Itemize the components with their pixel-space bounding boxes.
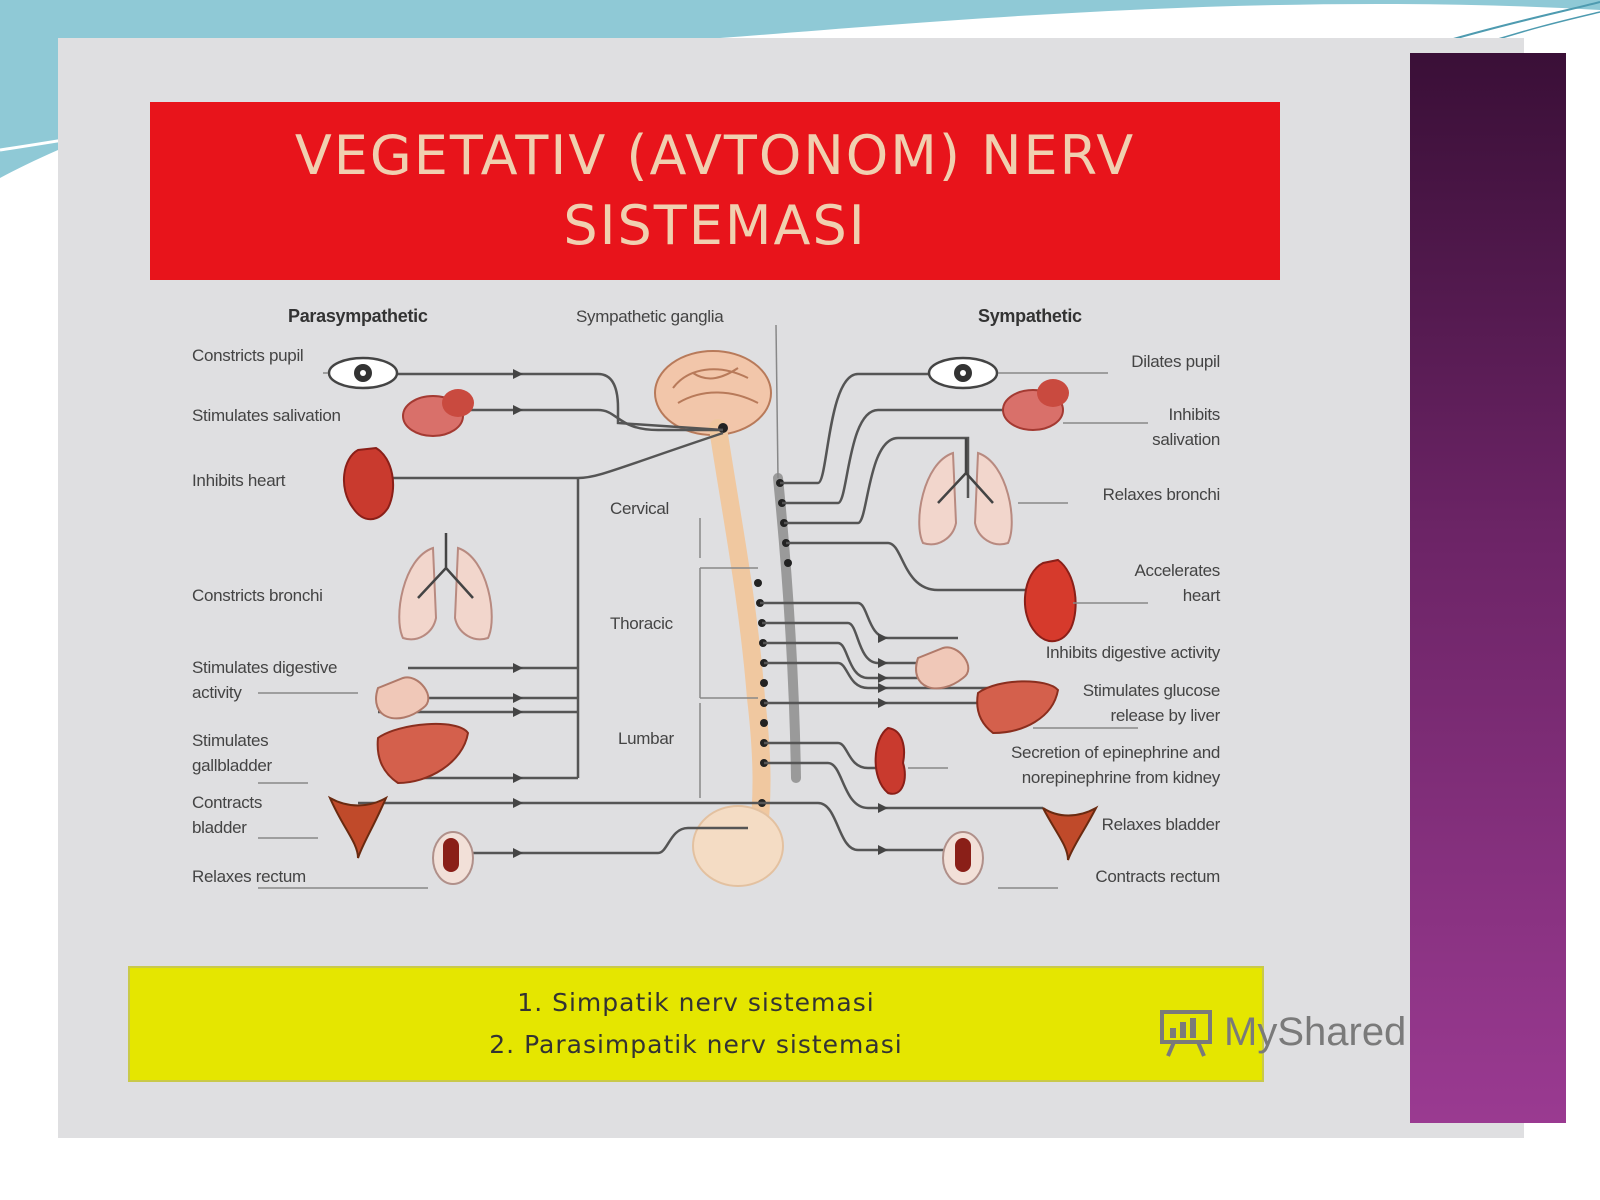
myshared-logo: MyShared	[1158, 1006, 1406, 1058]
brain-illustration	[654, 350, 772, 436]
para-rectum-label: Relaxes rectum	[192, 867, 306, 886]
presentation-icon	[1160, 1010, 1212, 1057]
para-salivation-label: Stimulates salivation	[192, 406, 341, 425]
heart-icon	[1023, 558, 1077, 643]
lungs-icon	[918, 438, 1013, 546]
list-item-2: 2. Parasimpatik nerv sistemasi	[489, 1030, 903, 1059]
eye-icon	[327, 356, 399, 390]
kidney-icon	[874, 726, 906, 795]
slide: VEGETATIV (AVTONOM) NERV SISTEMASI	[58, 38, 1566, 1138]
heart-icon	[342, 446, 395, 521]
region-lumbar: Lumbar	[618, 729, 674, 748]
system-list-box: 1. Simpatik nerv sistemasi 2. Parasimpat…	[128, 966, 1264, 1082]
symp-salivation-label: Inhibits salivation	[1152, 405, 1220, 449]
bladder-icon	[1042, 805, 1099, 861]
region-cervical: Cervical	[610, 499, 670, 518]
symp-epinephrine-label: Secretion of epinephrine and norepinephr…	[1011, 743, 1220, 787]
title-line-2: SISTEMASI	[563, 194, 867, 257]
symp-heart-label: Accelerates heart	[1134, 561, 1220, 605]
accent-bar	[1410, 53, 1566, 1123]
para-heart-label: Inhibits heart	[192, 471, 286, 490]
symp-digestive-label: Inhibits digestive activity	[1045, 643, 1221, 662]
sympathetic-heading: Sympathetic	[978, 306, 1082, 326]
liver-icon	[376, 723, 470, 785]
symp-glucose-label: Stimulates glucose release by liver	[1082, 681, 1221, 725]
title-banner: VEGETATIV (AVTONOM) NERV SISTEMASI	[150, 102, 1280, 280]
symp-rectum-label: Contracts rectum	[1095, 867, 1220, 886]
stomach-icon	[375, 676, 430, 720]
bladder-icon	[327, 795, 389, 859]
rectum-icon	[432, 831, 474, 885]
spinal-cord	[709, 419, 771, 847]
sympathetic-chain	[773, 473, 801, 783]
para-pupil-label: Constricts pupil	[192, 346, 304, 365]
rectum-icon	[942, 831, 984, 885]
sympathetic-ganglia-label: Sympathetic ganglia	[576, 307, 724, 326]
autonomic-nervous-system-diagram	[258, 324, 1148, 889]
region-thoracic: Thoracic	[610, 614, 673, 633]
stomach-icon	[915, 646, 970, 690]
parasympathetic-heading: Parasympathetic	[288, 306, 428, 326]
liver-icon	[976, 680, 1060, 735]
salivary-gland-icon	[402, 389, 474, 437]
para-bronchi-label: Constricts bronchi	[192, 586, 323, 605]
list-item-1: 1. Simpatik nerv sistemasi	[517, 988, 875, 1017]
logo-text: MyShared	[1224, 1009, 1407, 1054]
title-line-1: VEGETATIV (AVTONOM) NERV	[294, 124, 1136, 187]
symp-bronchi-label: Relaxes bronchi	[1102, 485, 1221, 504]
salivary-gland-icon	[1002, 379, 1069, 431]
symp-bladder-label: Relaxes bladder	[1101, 815, 1221, 834]
para-bladder-label: Contracts bladder	[192, 793, 263, 837]
sacrum	[692, 805, 784, 887]
para-digestive-label: Stimulates digestive activity	[192, 658, 338, 702]
eye-icon	[927, 356, 999, 390]
para-gallbladder-label: Stimulates gallbladder	[192, 731, 272, 775]
symp-pupil-label: Dilates pupil	[1131, 352, 1220, 371]
lungs-icon	[398, 533, 493, 641]
